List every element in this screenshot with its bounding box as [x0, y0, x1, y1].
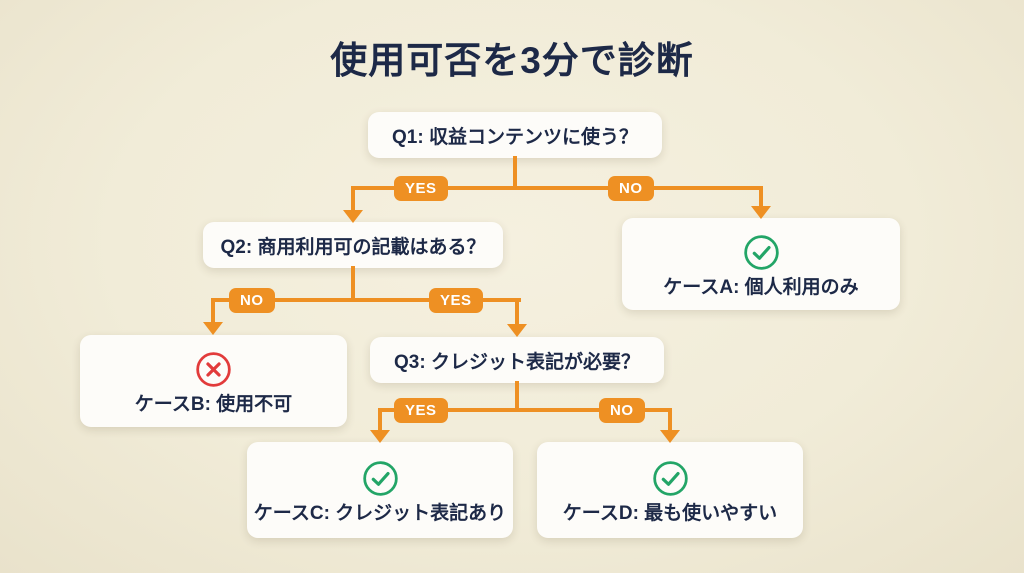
- connector-line: [378, 408, 382, 432]
- arrow-down-icon: [507, 324, 527, 337]
- arrow-down-icon: [751, 206, 771, 219]
- branch-label-no: NO: [229, 288, 275, 313]
- x-circle-icon: [195, 351, 232, 388]
- branch-label-yes: YES: [394, 398, 448, 423]
- check-circle-icon: [362, 460, 399, 497]
- result-node-case-d: ケースD: 最も使いやすい: [537, 442, 803, 538]
- arrow-down-icon: [343, 210, 363, 223]
- connector-line: [515, 298, 519, 326]
- check-circle-icon: [652, 460, 689, 497]
- page-title: 使用可否を3分で診断: [330, 40, 694, 81]
- connector-line: [513, 156, 517, 188]
- branch-label-yes: YES: [394, 176, 448, 201]
- connector-line: [211, 298, 521, 302]
- connector-line: [378, 408, 672, 412]
- branch-label-no: NO: [608, 176, 654, 201]
- connector-line: [759, 186, 763, 210]
- result-label: ケースD: 最も使いやすい: [562, 502, 778, 524]
- connector-line: [351, 186, 355, 214]
- result-node-case-b: ケースB: 使用不可: [80, 335, 347, 427]
- question-node-q3: Q3: クレジット表記が必要？: [370, 337, 664, 383]
- question-label: Q3: クレジット表記が必要？: [394, 351, 640, 373]
- result-node-case-c: ケースC: クレジット表記あり: [247, 442, 513, 538]
- result-label: ケースB: 使用不可: [134, 393, 293, 415]
- arrow-down-icon: [370, 430, 390, 443]
- connector-line: [351, 186, 763, 190]
- question-label: Q2: 商用利用可の記載はある？: [220, 236, 486, 258]
- question-node-q1: Q1: 収益コンテンツに使う？: [368, 112, 662, 158]
- question-label: Q1: 収益コンテンツに使う？: [392, 126, 638, 148]
- branch-label-no: NO: [599, 398, 645, 423]
- arrow-down-icon: [660, 430, 680, 443]
- check-circle-icon: [743, 234, 780, 271]
- result-label: ケースC: クレジット表記あり: [253, 502, 507, 524]
- result-label: ケースA: 個人利用のみ: [663, 276, 859, 298]
- connector-line: [211, 298, 215, 324]
- branch-label-yes: YES: [429, 288, 483, 313]
- connector-line: [668, 408, 672, 432]
- arrow-down-icon: [203, 322, 223, 335]
- result-node-case-a: ケースA: 個人利用のみ: [622, 218, 900, 310]
- question-node-q2: Q2: 商用利用可の記載はある？: [203, 222, 503, 268]
- connector-line: [351, 266, 355, 302]
- connector-line: [515, 381, 519, 412]
